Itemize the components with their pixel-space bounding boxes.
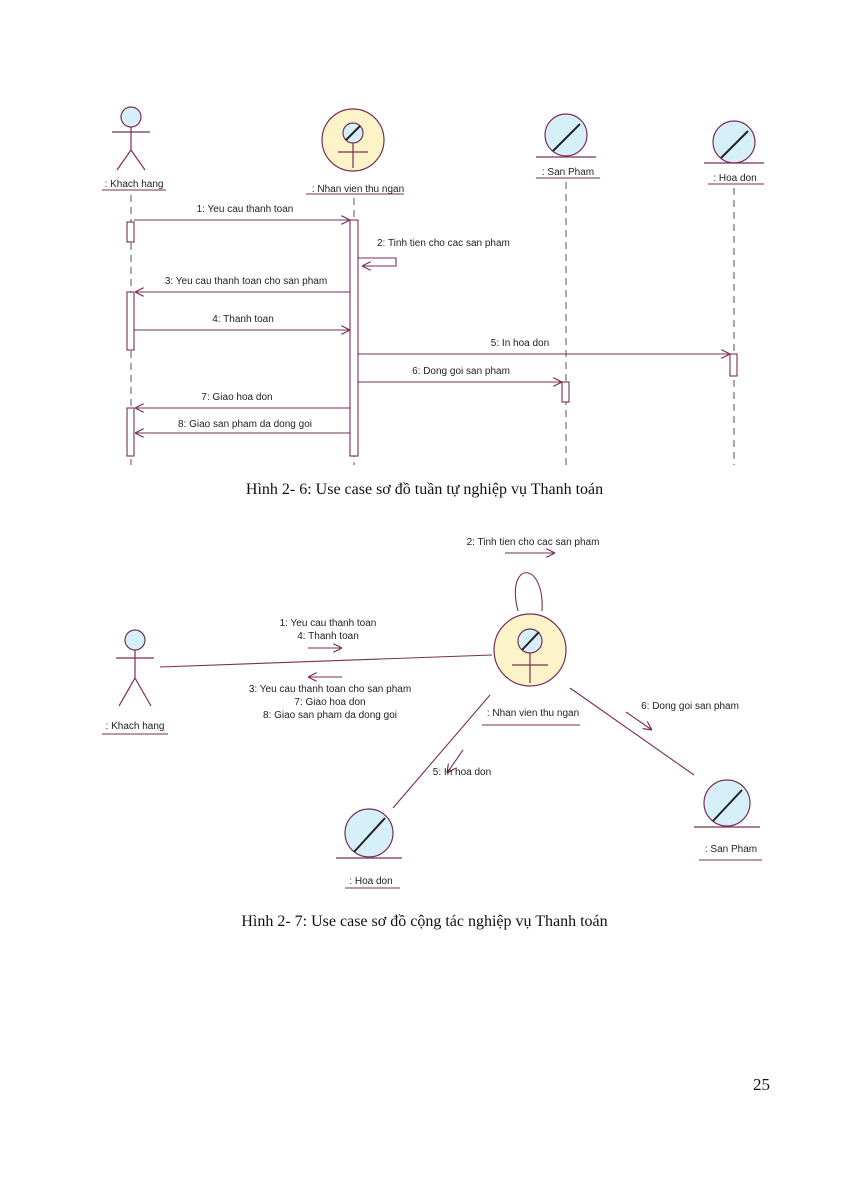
collab-label-to-staff-1: 1: Yeu cau thanh toan: [280, 618, 377, 629]
control-object-icon: [493, 613, 567, 687]
seq-message-8: 8: Giao san pham da dong goi: [178, 419, 312, 430]
sequence-messages: [134, 220, 730, 433]
collab-label-to-invoice: 5: In hoa don: [433, 767, 491, 778]
collab-object-nhan-vien: : Nhan vien thu ngan: [487, 708, 579, 719]
figure-caption-sequence: Hình 2- 6: Use case sơ đồ tuần tự nghiệp…: [245, 481, 604, 498]
entity-object-icon: [704, 120, 764, 164]
entity-object-icon: [694, 779, 760, 828]
collab-label-to-customer-1: 3: Yeu cau thanh toan cho san pham: [249, 684, 411, 695]
seq-message-5: 5: In hoa don: [491, 338, 549, 349]
collab-object-hoa-don: : Hoa don: [349, 876, 392, 887]
seq-object-khach-hang: : Khach hang: [105, 179, 164, 190]
seq-message-1: 1: Yeu cau thanh toan: [197, 204, 294, 215]
collab-label-to-staff-2: 4: Thanh toan: [297, 631, 359, 642]
collab-label-to-customer-2: 7: Giao hoa don: [294, 697, 365, 708]
control-object-icon: [321, 108, 385, 172]
sequence-diagram: : Khach hang : Nhan vien thu ngan : San …: [102, 106, 764, 465]
collab-object-khach-hang: : Khach hang: [106, 721, 165, 732]
seq-message-4: 4: Thanh toan: [212, 314, 274, 325]
activation-bars: [126, 219, 738, 457]
seq-message-6: 6: Dong goi san pham: [412, 366, 510, 377]
entity-object-icon: [336, 808, 402, 859]
seq-message-3: 3: Yeu cau thanh toan cho san pham: [165, 276, 327, 287]
figure-caption-collaboration: Hình 2- 7: Use case sơ đồ cộng tác nghiệ…: [241, 913, 608, 930]
entity-object-icon: [536, 113, 596, 158]
collab-object-san-pham: : San Pham: [705, 844, 757, 855]
collaboration-links: [159, 553, 695, 809]
seq-object-nhan-vien: : Nhan vien thu ngan: [312, 184, 404, 195]
seq-object-san-pham: : San Pham: [542, 167, 594, 178]
collab-label-self: 2: Tinh tien cho cac san pham: [467, 537, 600, 548]
seq-object-hoa-don: : Hoa don: [713, 173, 756, 184]
collab-label-to-customer-3: 8: Giao san pham da dong goi: [263, 710, 397, 721]
seq-message-2: 2: Tinh tien cho cac san pham: [377, 238, 510, 249]
actor-icon: [116, 629, 154, 707]
collaboration-diagram: : Khach hang : Nhan vien thu ngan : San …: [102, 537, 762, 889]
actor-icon: [112, 106, 150, 171]
seq-message-7: 7: Giao hoa don: [201, 392, 272, 403]
page-number: 25: [753, 1075, 770, 1094]
collab-label-to-product: 6: Dong goi san pham: [641, 701, 739, 712]
